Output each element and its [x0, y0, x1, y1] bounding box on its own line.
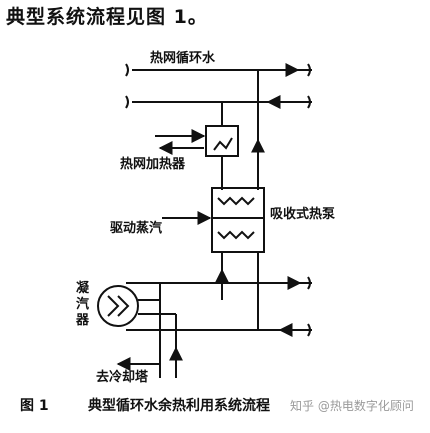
- label-condenser-2: 汽: [76, 296, 89, 312]
- intro-text: 典型系统流程见图 1。: [6, 6, 208, 28]
- label-condenser-1: 凝: [76, 280, 90, 296]
- label-hot-water-loop: 热网循环水: [150, 50, 216, 66]
- label-drive-steam: 驱动蒸汽: [110, 220, 162, 236]
- caption-title: 典型循环水余热利用系统流程: [88, 397, 270, 414]
- label-to-cooling-tower: 去冷却塔: [96, 369, 149, 385]
- supply-header-break-right: [307, 63, 311, 77]
- label-absorption-heat-pump: 吸收式热泵: [270, 206, 335, 222]
- absorption-heat-pump: [211, 187, 265, 253]
- condenser: [97, 285, 139, 327]
- caption-number: 图 1: [20, 398, 49, 414]
- heat-net-heater: [205, 125, 239, 157]
- label-condenser-3: 器: [75, 313, 90, 328]
- label-heat-net-heater: 热网加热器: [120, 156, 186, 172]
- supply-header-break-left: [125, 63, 129, 77]
- heater-coil: [213, 137, 233, 151]
- watermark: 知乎 @热电数字化顾问: [290, 398, 414, 413]
